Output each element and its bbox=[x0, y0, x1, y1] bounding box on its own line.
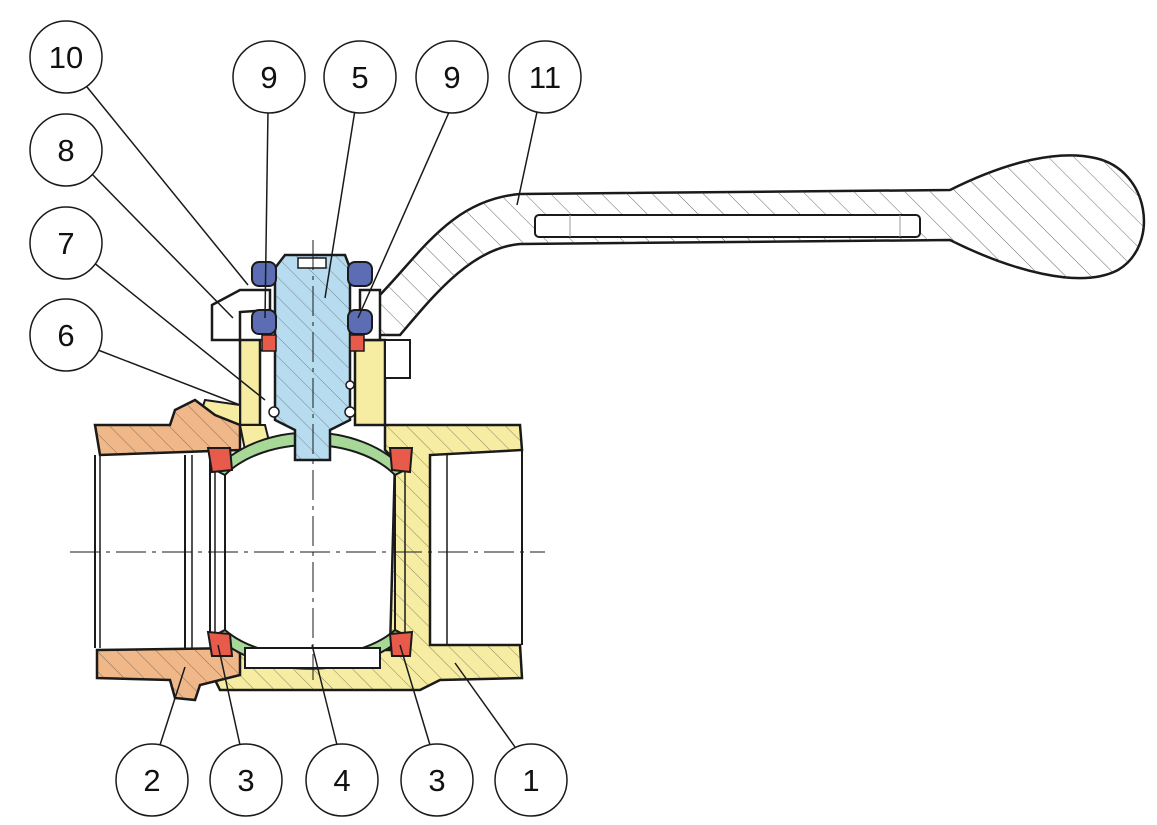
callout-11: 11 bbox=[508, 40, 582, 114]
svg-text:9: 9 bbox=[443, 60, 460, 95]
callout-10: 10 bbox=[29, 20, 103, 94]
callout-2: 2 bbox=[115, 743, 189, 817]
end-connector bbox=[93, 398, 242, 702]
callout-8: 8 bbox=[29, 113, 103, 187]
svg-text:8: 8 bbox=[57, 133, 74, 168]
svg-text:5: 5 bbox=[351, 60, 368, 95]
leader-lines bbox=[86, 86, 538, 748]
callout-4: 4 bbox=[305, 743, 379, 817]
svg-text:10: 10 bbox=[49, 40, 83, 75]
svg-text:11: 11 bbox=[529, 60, 561, 95]
callout-1: 1 bbox=[494, 743, 568, 817]
callout-3-right: 3 bbox=[400, 743, 474, 817]
callout-7: 7 bbox=[29, 206, 103, 280]
valve-body bbox=[198, 338, 524, 692]
seat-rings bbox=[206, 447, 414, 657]
svg-text:7: 7 bbox=[57, 226, 74, 261]
svg-text:2: 2 bbox=[143, 763, 160, 798]
svg-text:9: 9 bbox=[260, 60, 277, 95]
callout-6: 6 bbox=[29, 298, 103, 372]
callout-9-left: 9 bbox=[232, 40, 306, 114]
o-rings bbox=[251, 261, 373, 418]
callout-5: 5 bbox=[323, 40, 397, 114]
svg-text:4: 4 bbox=[333, 763, 350, 798]
ball bbox=[213, 431, 407, 670]
handle-lever bbox=[373, 154, 1146, 337]
svg-text:1: 1 bbox=[522, 763, 539, 798]
svg-text:3: 3 bbox=[237, 763, 254, 798]
center-lines bbox=[70, 240, 545, 680]
callout-3-left: 3 bbox=[209, 743, 283, 817]
svg-text:6: 6 bbox=[57, 318, 74, 353]
svg-text:3: 3 bbox=[428, 763, 445, 798]
callout-9-right: 9 bbox=[415, 40, 489, 114]
